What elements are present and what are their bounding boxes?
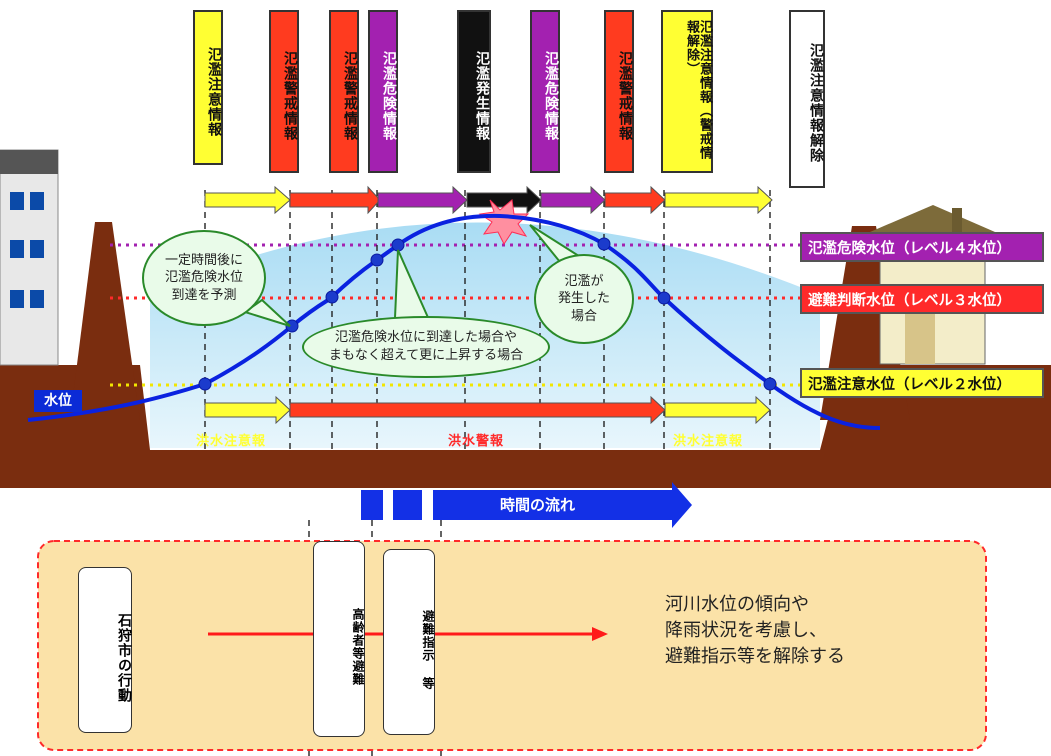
notice-arrows bbox=[204, 185, 773, 215]
notice-flood-occurred: 氾濫発生情報 bbox=[457, 10, 491, 173]
notice-warning-3: 氾濫警戒情報 bbox=[604, 10, 634, 173]
left-levee bbox=[70, 222, 140, 420]
flood-advisory-label-left: 洪水注意報 bbox=[196, 434, 267, 449]
bubble-flood: 氾濫が 発生した 場合 bbox=[534, 254, 634, 344]
time-flow-label: 時間の流れ bbox=[500, 496, 576, 514]
building bbox=[0, 149, 59, 366]
city-action-panel bbox=[37, 540, 987, 751]
level2-label: 氾濫注意水位（レベル２水位） bbox=[800, 368, 1044, 398]
riverbed bbox=[0, 365, 1051, 488]
notice-warning-2: 氾濫警戒情報 bbox=[329, 10, 359, 173]
notice-advisory-1: 氾濫注意情報 bbox=[193, 10, 223, 165]
water-level-curve bbox=[27, 213, 881, 430]
level4-label: 氾濫危険水位（レベル４水位） bbox=[800, 232, 1044, 262]
time-flow-arrow bbox=[361, 482, 692, 528]
curve-points bbox=[198, 237, 777, 391]
city-action-label: 石狩市の行動 bbox=[78, 567, 132, 733]
notice-advisory-warning-cleared: 氾濫注意情報（警戒情報解除） bbox=[661, 10, 713, 173]
bubble-predict: 一定時間後に 氾濫危険水位 到達を予測 bbox=[142, 230, 266, 326]
flood-advisory-label-right: 洪水注意報 bbox=[673, 434, 744, 449]
flood-warning-label: 洪水警報 bbox=[448, 434, 505, 449]
flood-alert-arrows bbox=[204, 395, 771, 425]
bubble-reached: 氾濫危険水位に到達した場合や まもなく超えて更に上昇する場合 bbox=[302, 316, 550, 378]
notice-danger-2: 氾濫危険情報 bbox=[530, 10, 560, 173]
notice-danger-1: 氾濫危険情報 bbox=[368, 10, 398, 173]
elderly-evacuation-box: 高齢者等避難 bbox=[313, 541, 365, 737]
notice-advisory-cleared: 氾濫注意情報解除 bbox=[789, 10, 825, 188]
water-level-label: 水位 bbox=[44, 393, 72, 409]
city-action-arrow-head bbox=[592, 627, 608, 641]
evacuation-order-box: 避難指示 等 bbox=[383, 549, 435, 735]
level3-label: 避難判断水位（レベル３水位） bbox=[800, 284, 1044, 314]
notice-warning-1: 氾濫警戒情報 bbox=[269, 10, 299, 173]
release-note: 河川水位の傾向や 降雨状況を考慮し、 避難指示等を解除する bbox=[665, 594, 845, 668]
